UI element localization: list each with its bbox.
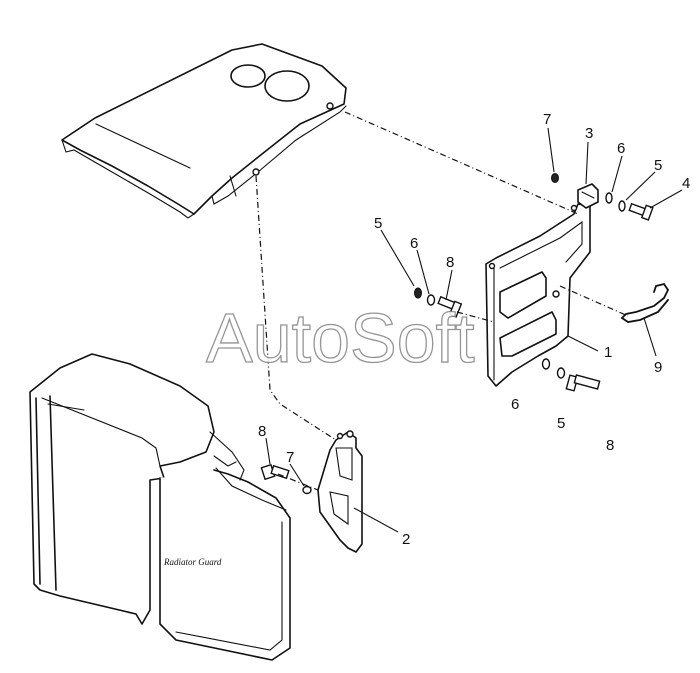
top-cover [61, 43, 347, 219]
callout-5-bottom: 5 [557, 415, 565, 432]
callout-5-left: 5 [374, 215, 382, 232]
callout-4: 4 [682, 175, 690, 192]
side-plate-part-2 [317, 430, 363, 553]
washer-5-left [414, 287, 422, 299]
bolt-8-lower [260, 463, 290, 481]
top-cover-hole-right [264, 70, 310, 102]
callout-8-bottom: 8 [606, 437, 614, 454]
washer-5-bottom [556, 367, 566, 379]
leader-lines [265, 127, 683, 533]
bolt-8-left [437, 295, 463, 318]
callout-6-top: 6 [617, 140, 625, 157]
callout-3: 3 [585, 125, 593, 142]
callout-numbers: 7 3 6 5 4 5 6 8 1 9 6 5 8 8 7 2 [258, 111, 690, 548]
callout-6-bottom: 6 [511, 396, 519, 413]
bracket-part-3 [577, 183, 599, 209]
callout-8-left: 8 [258, 423, 266, 440]
hardware-top-right [551, 173, 654, 221]
washer-5-top [618, 200, 626, 212]
radiator-guard-frame: Radiator Guard [29, 353, 291, 661]
callout-2: 2 [402, 531, 410, 548]
watermark-text: AutoSoft [206, 299, 475, 377]
alignment-lines [255, 111, 629, 491]
hardware-left [414, 287, 463, 318]
callout-8-top: 8 [446, 254, 454, 271]
callout-6-left: 6 [410, 235, 418, 252]
nut-7-top [551, 173, 559, 183]
washer-6-bottom [541, 358, 551, 370]
hardware-lower-left [260, 463, 312, 495]
callout-7-top: 7 [543, 111, 551, 128]
bolt-4 [628, 202, 654, 221]
callout-7-bottom: 7 [286, 449, 294, 466]
bolt-8-bottom [565, 374, 601, 392]
hardware-bottom [541, 358, 601, 392]
callout-9: 9 [654, 359, 662, 376]
nut-7-bottom [302, 485, 312, 495]
top-cover-hole-left [230, 64, 266, 88]
hook-part-9 [621, 282, 670, 323]
callout-5-top: 5 [654, 157, 662, 174]
radiator-guard-label: Radiator Guard [163, 557, 222, 567]
access-panel-part-1 [485, 203, 591, 387]
washer-6-top [605, 192, 613, 204]
callout-1: 1 [604, 344, 612, 361]
washer-6-left [426, 294, 436, 306]
